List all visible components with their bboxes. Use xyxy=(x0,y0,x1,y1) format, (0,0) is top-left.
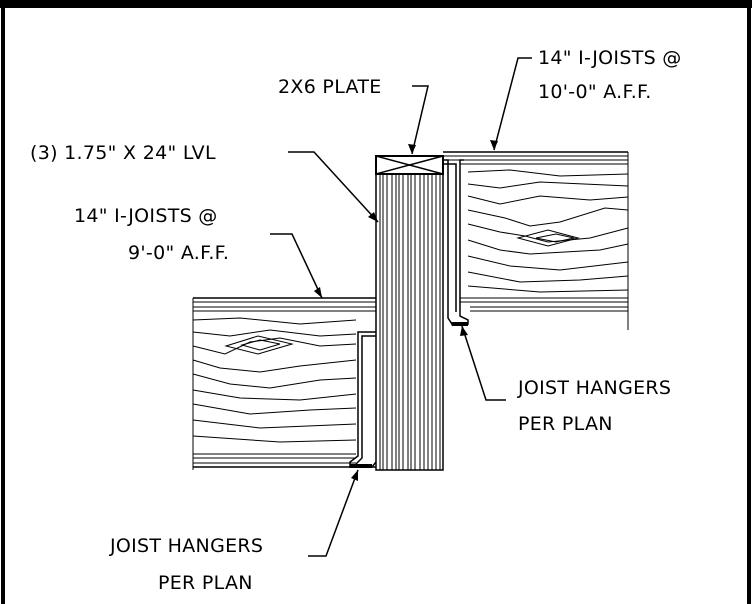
lvl-beam-laminations xyxy=(379,174,441,470)
upper-joists-label-line1: 14" I-JOISTS @ xyxy=(538,47,682,69)
lvl-label: (3) 1.75" X 24" LVL xyxy=(30,142,216,164)
upper-joists-label-line2: 10'-0" A.F.F. xyxy=(538,81,652,103)
top-border xyxy=(0,0,752,8)
plate-label: 2X6 PLATE xyxy=(278,76,382,98)
hangers-bottom-label-line2: PER PLAN xyxy=(158,572,253,594)
lower-joists-label-line1: 14" I-JOISTS @ xyxy=(74,205,218,227)
upper-joist xyxy=(443,151,629,330)
leader-hangers-right xyxy=(460,325,506,401)
hangers-bottom-label-line1: JOIST HANGERS xyxy=(109,535,263,557)
lower-joists-label-line2: 9'-0" A.F.F. xyxy=(128,242,229,264)
leader-lvl xyxy=(288,151,379,223)
hangers-right-label-line1: JOIST HANGERS xyxy=(517,377,671,399)
top-plate xyxy=(375,155,444,175)
lower-joist xyxy=(192,297,376,470)
upper-joist-grain xyxy=(467,169,629,293)
lower-joist-grain xyxy=(192,317,357,443)
hangers-right-label-line2: PER PLAN xyxy=(518,413,613,435)
joist-hanger-right xyxy=(443,159,469,326)
joist-hanger-left xyxy=(349,331,377,468)
leader-lower-joists xyxy=(270,233,323,299)
lvl-beam xyxy=(375,173,444,471)
leader-plate xyxy=(408,85,429,155)
leader-upper-joists xyxy=(490,57,532,151)
leader-hangers-bottom xyxy=(308,469,359,557)
